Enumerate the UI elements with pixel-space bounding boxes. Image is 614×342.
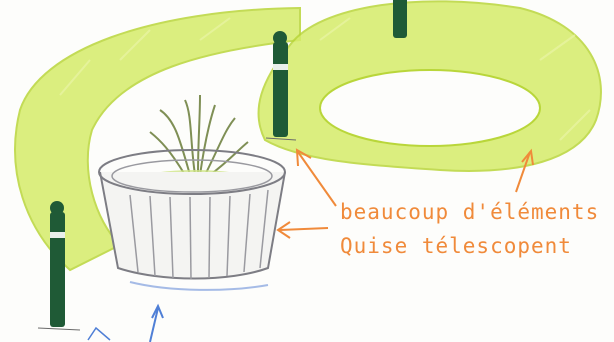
arrow-icon xyxy=(278,222,328,238)
lawn-ring-hole xyxy=(320,70,540,146)
planter-icon xyxy=(99,95,285,290)
bollard-icon xyxy=(393,0,407,38)
annotation-line-2: Quise télescopent xyxy=(340,234,572,258)
sketch-mark xyxy=(88,328,110,340)
arrow-icon xyxy=(150,306,163,342)
annotation-line-1: beaucoup d'éléments xyxy=(340,200,599,224)
